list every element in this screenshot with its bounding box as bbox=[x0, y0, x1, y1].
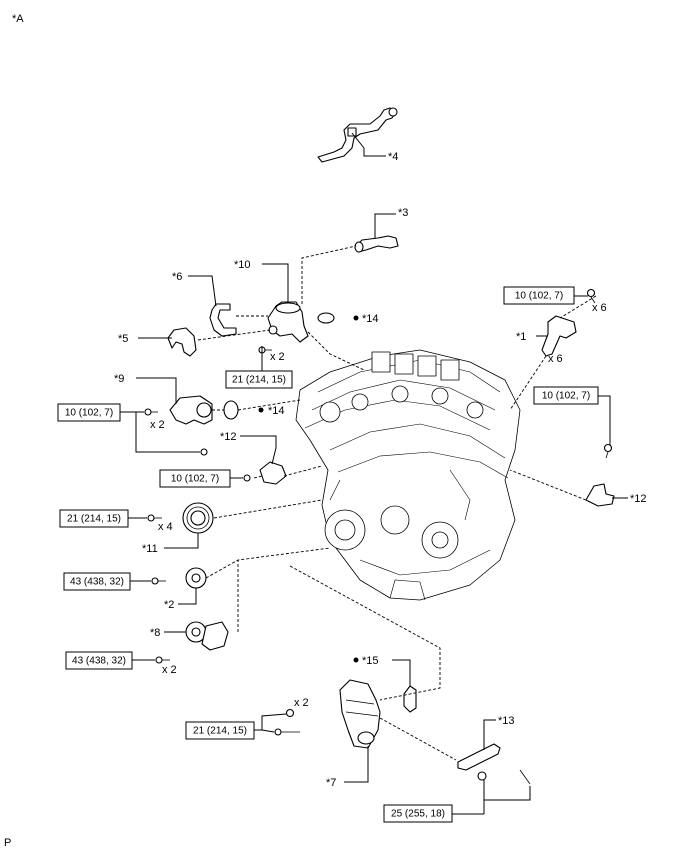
left-bracket-bolt-icon bbox=[243, 474, 251, 482]
torque-value: 10 (102, 7) bbox=[171, 474, 219, 485]
idler-pulley-part bbox=[178, 567, 207, 605]
callout-8: *8 bbox=[150, 627, 160, 639]
callout-2: *2 bbox=[164, 599, 174, 611]
engine-assembly bbox=[295, 349, 521, 601]
torque-value: 10 (102, 7) bbox=[542, 391, 590, 402]
torque-value: 10 (102, 7) bbox=[515, 291, 563, 302]
view-label: *A bbox=[12, 13, 24, 25]
ignition-coil-part bbox=[536, 315, 577, 357]
water-by-pass-hose-part bbox=[138, 327, 197, 357]
torque-value: 43 (438, 32) bbox=[72, 656, 126, 667]
callout-5: *5 bbox=[118, 333, 128, 345]
pump-nut-icon bbox=[285, 708, 295, 718]
torque-box-coil-bolt: 10 (102, 7) bbox=[503, 286, 575, 305]
callout-15: *15 bbox=[362, 655, 379, 667]
callout-12-right: *12 bbox=[630, 493, 647, 505]
water-pump-part bbox=[339, 679, 381, 783]
callout-6: *6 bbox=[172, 271, 182, 283]
water-pump-pulley-part bbox=[164, 502, 214, 549]
torque-value: 21 (214, 15) bbox=[232, 375, 286, 386]
torque-box-pulley: 21 (214, 15) bbox=[59, 509, 129, 528]
fasteners bbox=[144, 288, 613, 736]
callout-3: *3 bbox=[398, 207, 408, 219]
torque-value: 21 (214, 15) bbox=[67, 514, 121, 525]
heater-hose-part bbox=[317, 107, 398, 163]
stay-part bbox=[457, 719, 531, 785]
torque-value: 21 (214, 15) bbox=[193, 726, 247, 737]
torque-box-stay: 25 (255, 18) bbox=[383, 804, 453, 823]
torque-box-idler: 43 (438, 32) bbox=[63, 572, 131, 591]
pump-stud-icon bbox=[274, 728, 300, 736]
callout-1: *1 bbox=[516, 331, 526, 343]
water-hose-part bbox=[188, 275, 237, 337]
idler-bolt-icon bbox=[151, 577, 166, 585]
torque-box-right-bracket: 10 (102, 7) bbox=[533, 386, 599, 405]
coil-bolt-icon bbox=[586, 288, 596, 304]
torque-value: 43 (438, 32) bbox=[70, 577, 124, 588]
qty-tensioner: x 2 bbox=[162, 664, 177, 676]
gasket-upper-part bbox=[317, 312, 359, 324]
water-bypass-hose-part bbox=[354, 213, 399, 253]
callout-9: *9 bbox=[114, 373, 124, 385]
water-inlet-part bbox=[136, 377, 213, 456]
callout-10: *10 bbox=[234, 259, 251, 271]
callout-4: *4 bbox=[388, 151, 398, 163]
callout-12-left: *12 bbox=[220, 431, 237, 443]
gasket-lower-part bbox=[223, 400, 264, 420]
callout-13: *13 bbox=[498, 715, 515, 727]
qty-coil: x 6 bbox=[548, 353, 563, 365]
qty-coil-bolt: x 6 bbox=[592, 302, 607, 314]
callout-11: *11 bbox=[142, 543, 158, 555]
belt-tensioner-part bbox=[164, 621, 229, 651]
tensioner-bolt-icon bbox=[155, 656, 170, 664]
qty-inlet: x 2 bbox=[150, 419, 165, 431]
bracket-right-part bbox=[585, 483, 628, 507]
callout-7: *7 bbox=[326, 777, 336, 789]
torque-box-water-outlet: 21 (214, 15) bbox=[225, 370, 293, 389]
torque-value: 25 (255, 18) bbox=[391, 809, 445, 820]
callout-14-upper: *14 bbox=[362, 313, 379, 325]
bracket-bolt-icon bbox=[603, 443, 613, 459]
qty-pump: x 2 bbox=[294, 697, 309, 709]
torque-value: 10 (102, 7) bbox=[65, 408, 113, 419]
bracket-left-part bbox=[240, 435, 287, 485]
torque-box-left-bracket: 10 (102, 7) bbox=[159, 469, 231, 488]
qty-outlet: x 2 bbox=[270, 351, 285, 363]
torque-box-tensioner: 43 (438, 32) bbox=[65, 651, 133, 670]
water-outlet-part bbox=[262, 263, 309, 343]
plate-part bbox=[353, 657, 417, 713]
corner-label: P bbox=[4, 837, 11, 849]
pulley-bolt-icon bbox=[147, 514, 162, 522]
qty-pulley: x 4 bbox=[158, 521, 173, 533]
callout-14-lower: *14 bbox=[268, 405, 285, 417]
torque-box-water-inlet: 10 (102, 7) bbox=[57, 403, 121, 422]
inlet-bolt-icon bbox=[144, 408, 158, 416]
torque-box-pump: 21 (214, 15) bbox=[185, 721, 255, 740]
